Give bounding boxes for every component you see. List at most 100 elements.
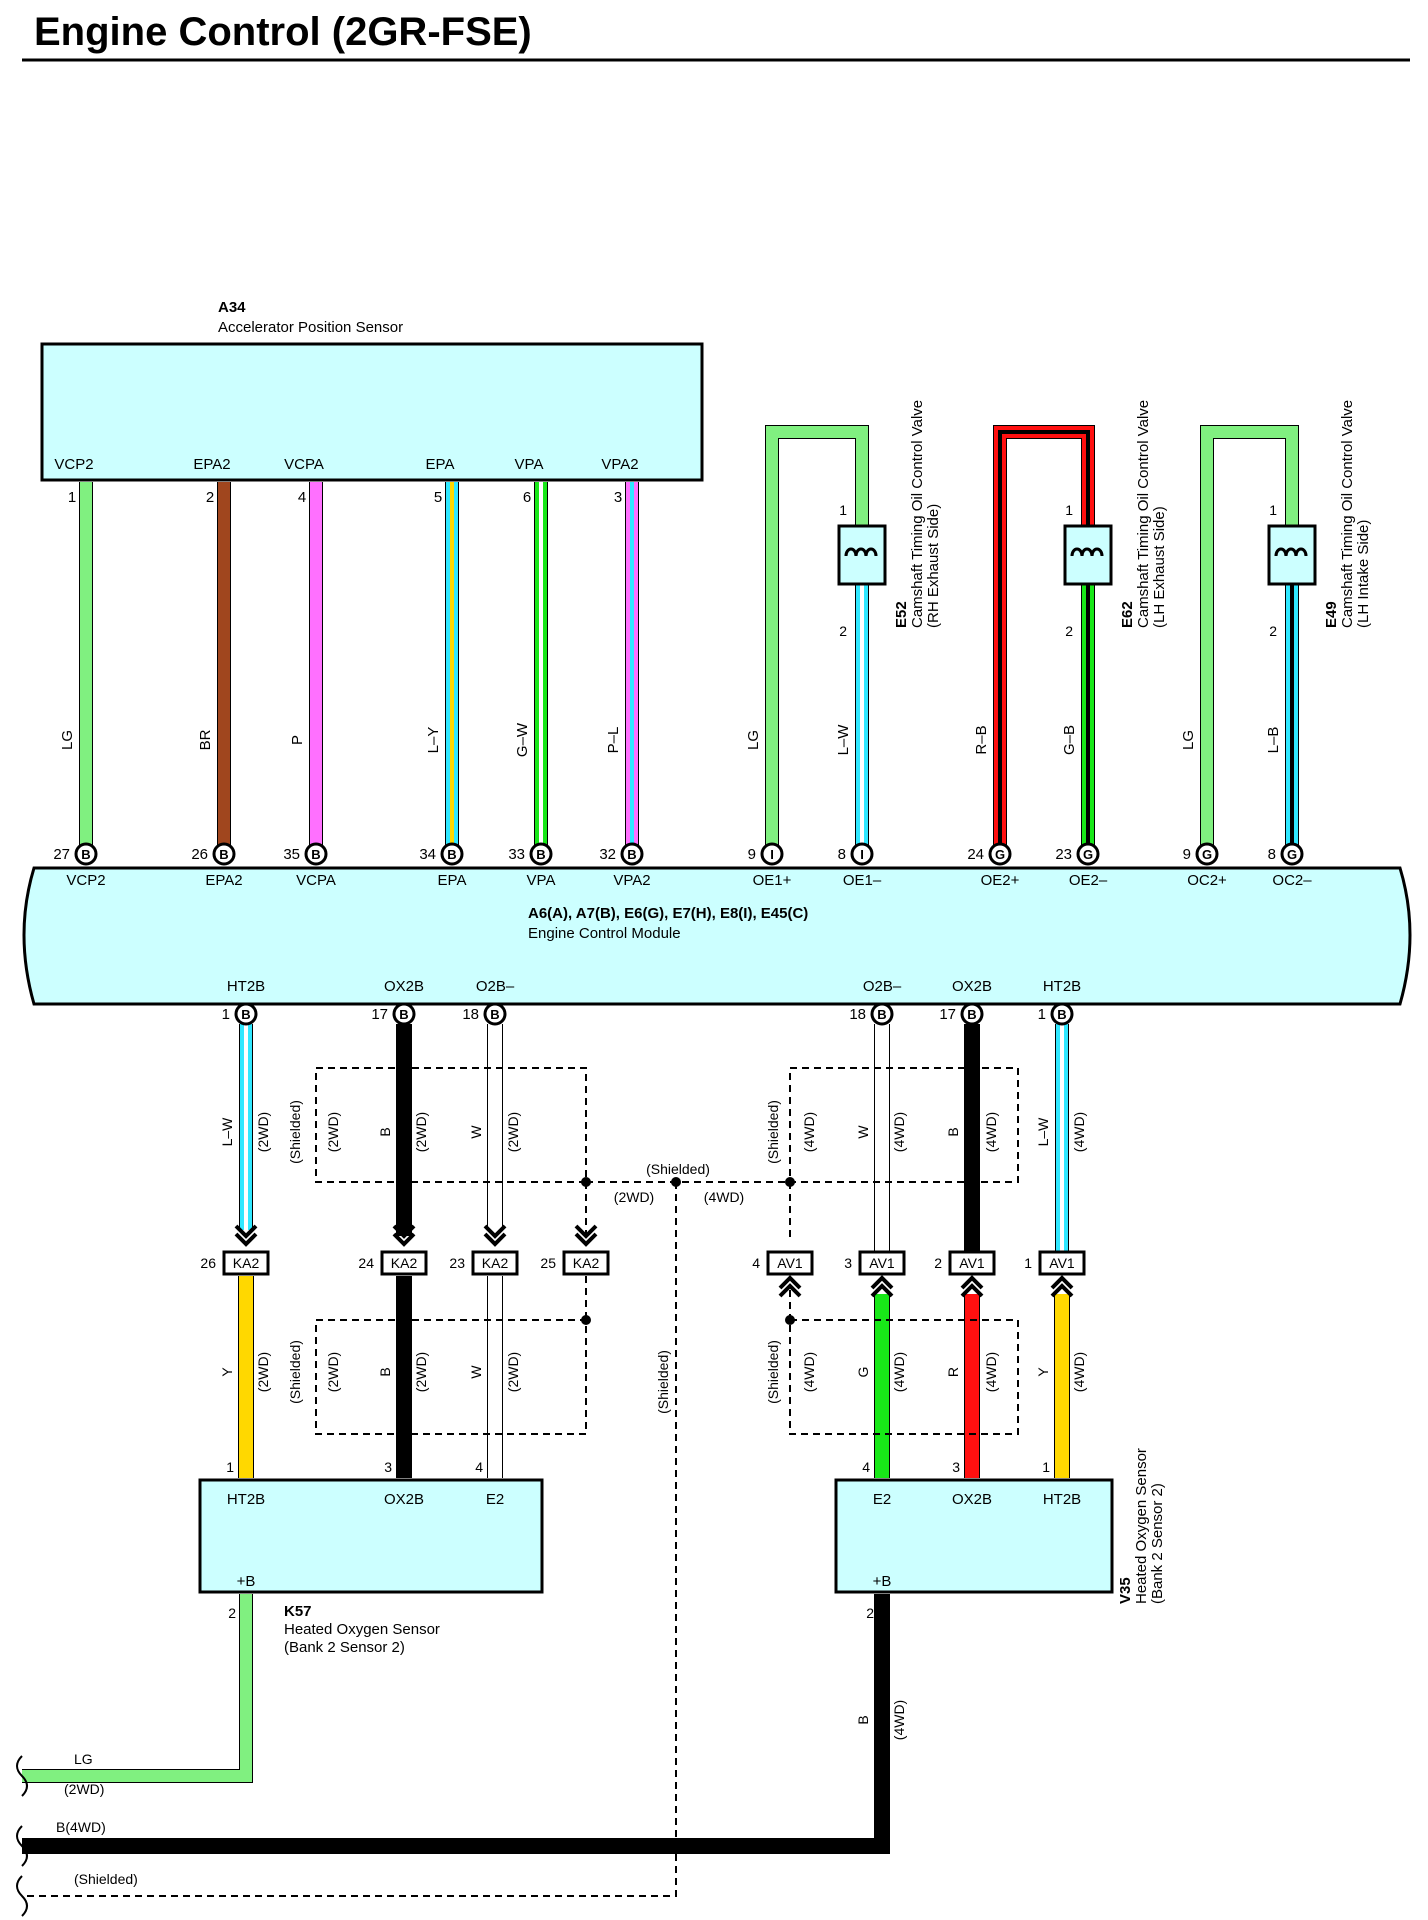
ecm-pin-number: 23 [1055,846,1072,863]
connector-arrow [870,1275,894,1298]
connector-pin [392,1002,416,1026]
component-side: (LH Exhaust Side) [1151,506,1168,628]
shield-label: (Shielded) [765,1340,781,1404]
ecm-pin-number: 9 [1183,846,1191,863]
v35-box [834,1478,1114,1594]
a34-box [40,342,704,482]
wire-color-label: W [468,1365,484,1379]
connector-letter: B [1057,1007,1066,1022]
e62-valve [1063,524,1113,586]
connector-pin [850,842,874,866]
wire-color-label: G–W [514,722,531,757]
connector-pin [1076,842,1100,866]
v35-pin-name: E2 [873,1491,891,1508]
connector-arrow [392,1224,416,1247]
a34-pin-number: 1 [68,489,76,506]
v35-pin-name: +B [873,1573,892,1590]
valve-pin-number: 2 [1269,623,1277,639]
k57-pin-name: OX2B [384,1491,424,1508]
ecm-pin-name: VCP2 [66,872,105,889]
ecm-pin-name: OX2B [952,978,992,995]
wire-color-label: B(4WD) [56,1819,106,1835]
connector-label: AV1 [869,1255,895,1271]
coil-symbol [1274,547,1308,557]
wire-color-label: L–Y [425,727,442,754]
connector-block [562,1250,610,1276]
ecm-pin-number: 17 [371,1006,388,1023]
connector-letter: B [967,1007,976,1022]
variant-label: (2WD) [614,1189,654,1205]
variant-label: (4WD) [1071,1352,1087,1392]
wire-color-label: B [855,1715,871,1724]
ecm-pin-name: OE2+ [981,872,1020,889]
connector-pin [212,842,236,866]
variant-label: (4WD) [801,1112,817,1152]
valve-pin-number: 2 [839,623,847,639]
shield-box [315,1067,587,1183]
a34-pin-number: 3 [614,489,622,506]
connector-pin [440,842,464,866]
connector-pin [483,1002,507,1026]
ecm-pin-number: 27 [53,846,70,863]
page-title: Engine Control (2GR-FSE) [34,10,532,54]
v35-pin-name: HT2B [1043,1491,1081,1508]
connector-letter: I [770,847,774,862]
connector-label: KA2 [233,1255,260,1271]
e49-valve [1267,524,1317,586]
connector-block [1038,1250,1086,1276]
break-symbol [16,1875,28,1917]
wire-color-label: BR [197,729,214,750]
k57-box [198,1478,544,1594]
valve-loop-wire-stripe [998,430,1090,846]
ecm-pin-number: 9 [748,846,756,863]
connector-pin [620,842,644,866]
a34-pin-name: EPA [426,456,455,473]
variant-label: (2WD) [505,1112,521,1152]
lg-supply-wire [22,1594,253,1783]
variant-label: (2WD) [413,1112,429,1152]
valve-loop-wire-color [1201,426,1298,846]
ecm-pin-number: 34 [419,846,436,863]
connector-block [766,1250,814,1276]
wire-color-label: R [945,1367,961,1377]
variant-label: (4WD) [983,1352,999,1392]
wire-color-label: P–L [605,727,622,754]
wire-color-label: LG [745,730,762,750]
variant-label: (2WD) [325,1112,341,1152]
shield-label: (Shielded) [287,1340,303,1404]
connector-arrow [778,1275,802,1298]
valve-pin-number: 1 [1065,502,1073,518]
b-supply-wire [22,1594,890,1854]
connector-pin [234,1002,258,1026]
wire-color-label: L–W [835,724,852,756]
variant-label: (2WD) [505,1352,521,1392]
valve-loop-wire [765,425,869,846]
wire-color-label: G [855,1367,871,1378]
connector-label: KA2 [482,1255,509,1271]
ecm-pin-number: 32 [599,846,616,863]
a34-pin-name: VPA2 [601,456,638,473]
ecm-pin-number: 8 [1268,846,1276,863]
ecm-pin-name: VPA [527,872,556,889]
ecm-pin-name: VPA2 [613,872,650,889]
component-name: Accelerator Position Sensor [218,319,403,336]
connector-arrow [960,1275,984,1298]
shield-box [789,1319,1019,1435]
component-side: (Bank 2 Sensor 2) [284,1639,405,1656]
wire-color-label: LG [1180,730,1197,750]
ecm-pin-number: 26 [191,846,208,863]
k57-pin-number: 1 [226,1459,234,1475]
component-name: Heated Oxygen Sensor [284,1621,440,1638]
k57-pin-number: 4 [475,1459,483,1475]
ecm-pin-number: 18 [462,1006,479,1023]
wire-color-label: B [945,1127,961,1136]
ecm-pin-name: O2B– [863,978,902,995]
v35-pin-number: 3 [952,1459,960,1475]
valve-pin-number: 2 [1065,623,1073,639]
component-side: (RH Exhaust Side) [925,504,942,628]
connector-letter: B [311,847,320,862]
valve-loop-wire-color [766,426,868,846]
variant-label: (4WD) [891,1352,907,1392]
k57-pin-name: +B [237,1573,256,1590]
